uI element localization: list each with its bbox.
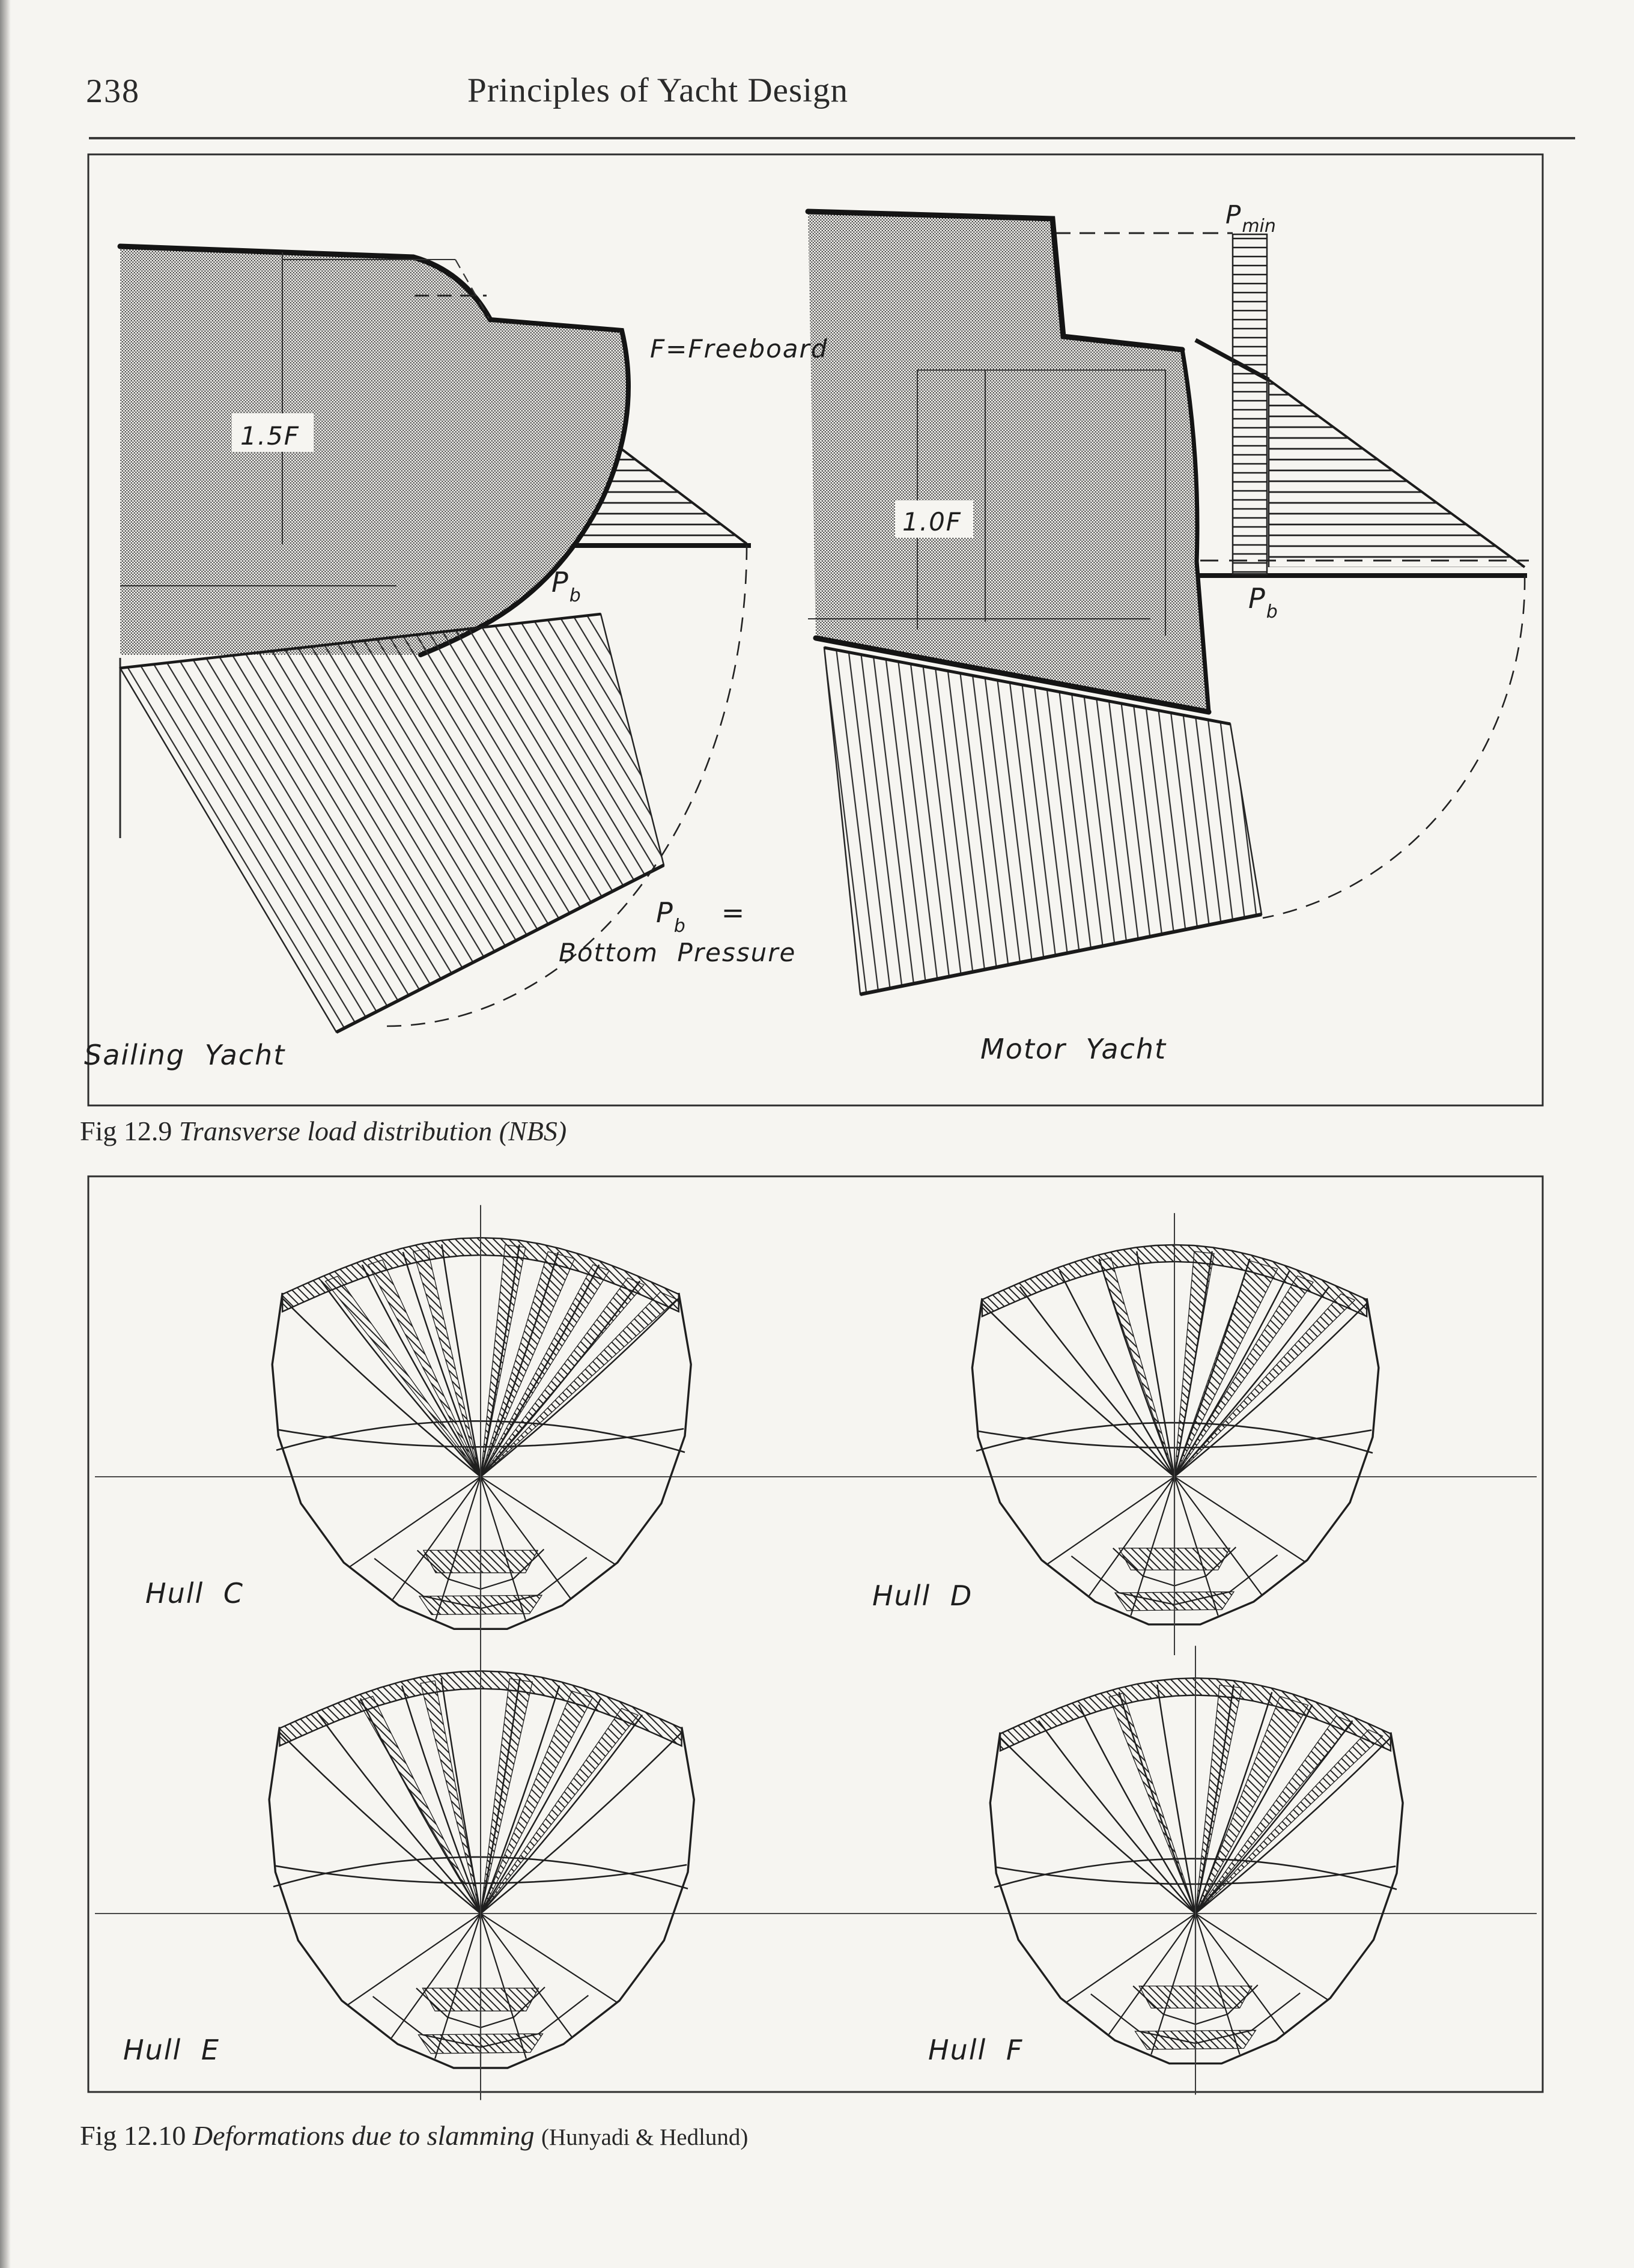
motor-hull-section-stipple (808, 211, 1209, 712)
sail-15F-label: 1.5F (240, 421, 300, 451)
fig-12-9-transverse-load: 1.5F Pb (84, 153, 1544, 1107)
hull-f (989, 1646, 1404, 2095)
hull-c-label: Hull C (145, 1577, 244, 1610)
motor-10F-label: 1.0F (902, 507, 962, 537)
hull-e (268, 1638, 695, 2100)
fig-12-10-deformations: Hull C Hull D Hull E Hull F (87, 1175, 1544, 2100)
fig1-caption: Fig 12.9 Transverse load distribution (N… (80, 1116, 567, 1146)
page-number: 238 (86, 73, 140, 110)
scan-gutter-shadow (0, 0, 11, 2268)
motor-pb-label: Pb (1248, 582, 1278, 622)
hull-f-label: Hull F (928, 2034, 1023, 2066)
motor-yacht-diagram: Pmin 1.0F (805, 200, 1529, 996)
hull-c (271, 1205, 692, 1661)
svg-text:Pb=: Pb= (656, 896, 746, 937)
fig2-border (87, 1175, 1544, 2093)
motor-pressure-arc-dashed (1262, 575, 1526, 919)
page-title: Principles of Yacht Design (467, 71, 848, 109)
hull-d (971, 1213, 1380, 1655)
sail-pressure-arc-dashed (386, 545, 748, 1027)
sail-hull-section-stipple (120, 246, 628, 655)
bottom-pressure-legend: Pb= Bottom Pressure (559, 896, 796, 967)
sailing-yacht-diagram: 1.5F Pb (117, 243, 751, 1034)
sail-pb-label: Pb (551, 566, 581, 606)
hull-wireframes (268, 1205, 1404, 2100)
sailing-yacht-label: Sailing Yacht (84, 1039, 285, 1071)
hull-e-label: Hull E (123, 2034, 220, 2066)
fig1-border (87, 153, 1544, 1107)
sail-bottom-pressure-band (118, 613, 665, 1033)
motor-pmin-label: Pmin (1226, 200, 1276, 237)
svg-text:Bottom Pressure: Bottom Pressure (559, 938, 796, 967)
freeboard-label: F=Freeboard (650, 334, 828, 363)
motor-pmin-bar (1232, 233, 1268, 576)
header-rule (89, 137, 1575, 139)
motor-yacht-label: Motor Yacht (980, 1033, 1167, 1065)
fig2-caption: Fig 12.10 Deformations due to slamming (… (80, 2120, 749, 2151)
hull-d-label: Hull D (872, 1579, 973, 1612)
